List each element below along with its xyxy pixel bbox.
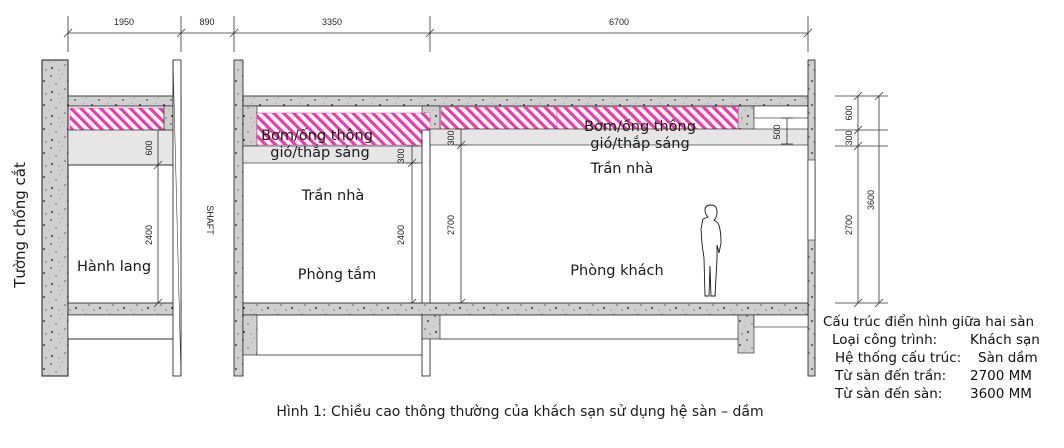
floor-to-floor-dims: [835, 91, 888, 308]
living-mep-line1: Bơm/ống thông: [584, 118, 696, 135]
dim-right-height: 2700: [844, 215, 854, 235]
living-mep-hatch-left: [440, 106, 558, 130]
dim-corridor-height: 2400: [144, 225, 154, 245]
top-slab: [242, 95, 809, 107]
info-value-2: 2700 MM: [970, 368, 1032, 384]
corridor-label: Hành lang: [77, 259, 151, 275]
info-value-0: Khách sạn: [970, 332, 1040, 348]
dim-right-plenum: 600: [844, 105, 854, 120]
living-vertical-dims: [455, 117, 793, 308]
bath-living-wall: [421, 129, 431, 377]
bath-mep-line2: gió/thắp sáng: [270, 144, 369, 161]
figure-caption: Hình 1: Chiều cao thông thường của khách…: [276, 403, 763, 420]
bottom-slab: [242, 302, 809, 316]
info-title: Cấu trúc điển hình giữa hai sàn: [823, 313, 1034, 330]
info-value-1: Sàn dầm: [978, 350, 1038, 366]
dim-beam-depth: 500: [772, 124, 782, 139]
dim-floor-to-floor: 3600: [866, 190, 876, 210]
bath-mep-hatch: [256, 112, 431, 146]
corridor-slab-top: [67, 95, 182, 107]
dim-top-corridor: 1950: [114, 17, 134, 27]
bath-vertical-dims: [406, 145, 418, 308]
bath-mep-line1: Bơm/ống thông: [261, 127, 373, 144]
shear-wall: [41, 59, 69, 377]
bath-ceiling-label: Trần nhà: [301, 188, 365, 204]
bathroom-label: Phòng tắm: [298, 266, 377, 283]
living-ceiling-label: Trần nhà: [590, 161, 654, 177]
dim-living-ceiling: 300: [446, 130, 456, 145]
dim-living-height: 2700: [446, 215, 456, 235]
dim-bath-ceiling: 300: [396, 148, 406, 163]
info-key-3: Từ sàn đến sàn:: [834, 385, 942, 402]
right-window: [807, 159, 816, 241]
corridor-vertical-dims: [152, 129, 164, 308]
dim-top-living: 6700: [609, 17, 629, 27]
living-mep-line2: gió/thắp sáng: [590, 135, 689, 152]
corridor-mep-hatch: [69, 107, 165, 131]
living-room-label: Phòng khách: [570, 263, 663, 279]
top-dimensions: [63, 16, 813, 52]
shaft-label: SHAFT: [205, 205, 215, 235]
info-key-2: Từ sàn đến trần:: [834, 367, 946, 384]
shaft-wall-right: [233, 59, 244, 377]
human-figure-icon: [700, 204, 722, 297]
corridor-slab-bottom: [67, 302, 182, 316]
corridor-plenum: [67, 129, 182, 166]
bath-beam-left: [242, 105, 258, 147]
dim-top-shaft: 890: [199, 17, 214, 27]
dim-top-bathroom: 3350: [322, 17, 342, 27]
info-block: Cấu trúc điển hình giữa hai sàn Loại côn…: [823, 313, 1040, 402]
wall-label: Tường chống cắt: [11, 162, 29, 289]
info-key-0: Loại công trình:: [832, 332, 937, 348]
dim-corridor-plenum: 600: [144, 140, 154, 155]
dim-bath-height: 2400: [396, 225, 406, 245]
dim-right-ceiling: 300: [844, 130, 854, 145]
info-key-1: Hệ thống cấu trúc:: [835, 349, 961, 366]
info-value-3: 3600 MM: [970, 386, 1032, 402]
